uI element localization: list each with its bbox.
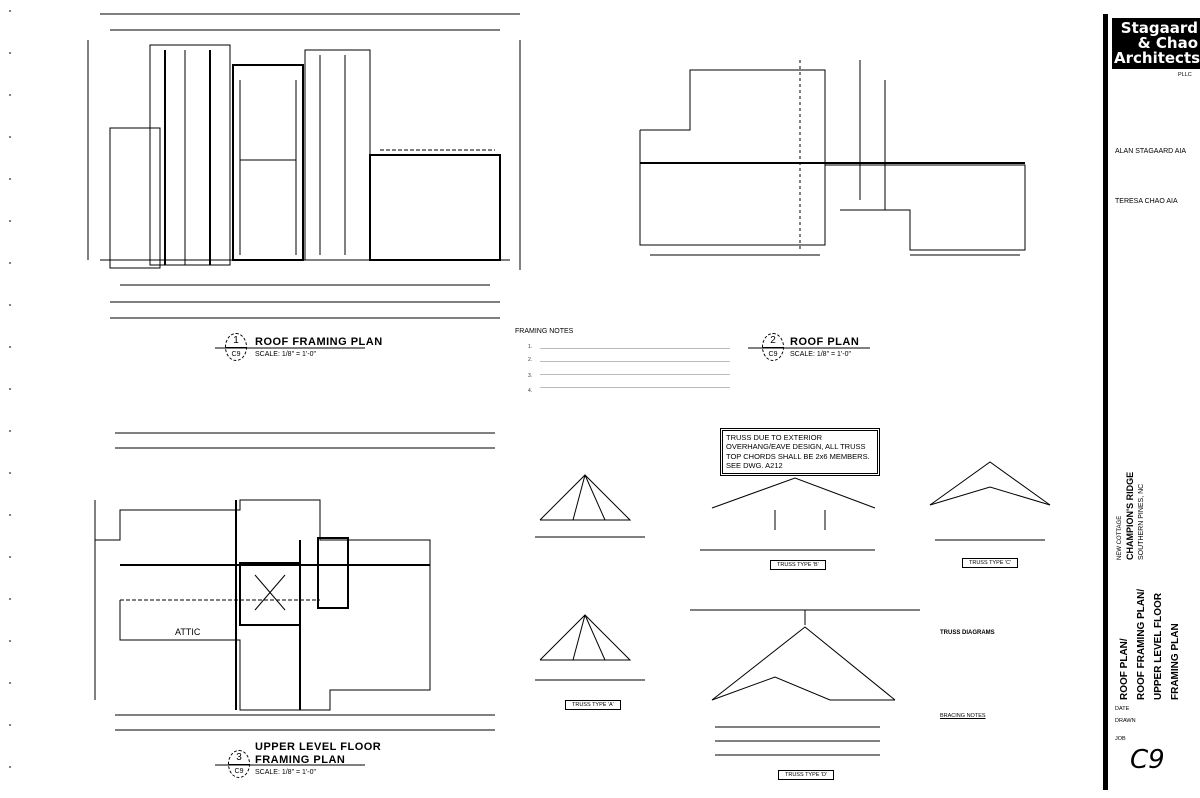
roof-plan-title: ROOF PLAN xyxy=(790,336,860,348)
detail-bubble-1: 1 C9 xyxy=(225,333,247,361)
roof-plan-drawing xyxy=(639,60,1026,256)
truss-diagrams xyxy=(535,461,1051,756)
truss-type-d-label: TRUSS TYPE 'D' xyxy=(778,770,835,780)
framing-note-4: 4. xyxy=(528,388,533,394)
detail-sheet: C9 xyxy=(229,764,249,778)
framing-note-2: 2. xyxy=(528,357,533,363)
sheet-title-2: ROOF FRAMING PLAN/ xyxy=(1136,588,1147,700)
architect-name: ALAN STAGAARD AIA xyxy=(1115,148,1187,155)
architect-name-2: TERESA CHAO AIA xyxy=(1115,198,1178,205)
roof-framing-plan-drawing xyxy=(87,13,521,319)
framing-note-1: 1. xyxy=(528,344,533,350)
truss-callout-box: TRUSS DUE TO EXTERIOR OVERHANG/EAVE DESI… xyxy=(720,428,880,476)
detail-sheet: C9 xyxy=(226,347,246,361)
firm-name-3: Architects xyxy=(1114,49,1200,67)
project-line: NEW COTTAGE xyxy=(1117,515,1123,560)
sheet-title-1: ROOF PLAN/ xyxy=(1119,638,1130,700)
sheet-title-4: FRAMING PLAN xyxy=(1170,623,1181,700)
project-location: SOUTHERN PINES, NC xyxy=(1138,483,1145,560)
project-name: CHAMPION'S RIDGE xyxy=(1125,471,1135,560)
roof-framing-plan-title: ROOF FRAMING PLAN xyxy=(255,336,383,348)
firm-logo: Stagaard & Chao Architects xyxy=(1112,18,1200,69)
date-label: DATE xyxy=(1115,706,1130,712)
truss-diagrams-heading: TRUSS DIAGRAMS xyxy=(940,630,995,636)
firm-suffix: PLLC xyxy=(1178,72,1192,78)
bracing-notes-heading: BRACING NOTES xyxy=(940,713,986,719)
title-block xyxy=(1103,14,1200,790)
detail-bubble-3: 3 C9 xyxy=(228,750,250,778)
sheet-title-3: UPPER LEVEL FLOOR xyxy=(1153,592,1164,700)
framing-notes-body xyxy=(540,345,730,395)
detail-number: 2 xyxy=(770,335,776,346)
framing-notes-heading: FRAMING NOTES xyxy=(515,328,574,335)
truss-type-a-label: TRUSS TYPE 'A' xyxy=(565,700,621,710)
job-label: JOB xyxy=(1115,736,1126,742)
detail-number: 3 xyxy=(236,752,242,763)
roof-plan-scale: SCALE: 1/8" = 1'-0" xyxy=(790,351,851,358)
upper-floor-framing-title-2: FRAMING PLAN xyxy=(255,754,346,766)
firm-name-1: Stagaard xyxy=(1120,19,1198,37)
upper-floor-framing-scale: SCALE: 1/8" = 1'-0" xyxy=(255,769,316,776)
truss-type-c-label: TRUSS TYPE 'C' xyxy=(962,558,1019,568)
upper-level-floor-framing-drawing xyxy=(94,432,495,731)
firm-name-2: & Chao xyxy=(1137,34,1198,52)
detail-number: 1 xyxy=(233,335,239,346)
drawn-label: DRAWN xyxy=(1115,718,1136,724)
attic-label: ATTIC xyxy=(175,627,201,637)
roof-framing-plan-scale: SCALE: 1/8" = 1'-0" xyxy=(255,351,316,358)
upper-floor-framing-title-1: UPPER LEVEL FLOOR xyxy=(255,741,382,753)
detail-bubble-2: 2 C9 xyxy=(762,333,784,361)
truss-type-b-label: TRUSS TYPE 'B' xyxy=(770,560,826,570)
framing-note-3: 3. xyxy=(528,373,533,379)
detail-sheet: C9 xyxy=(763,347,783,361)
sheet-number: C9 xyxy=(1130,745,1165,775)
